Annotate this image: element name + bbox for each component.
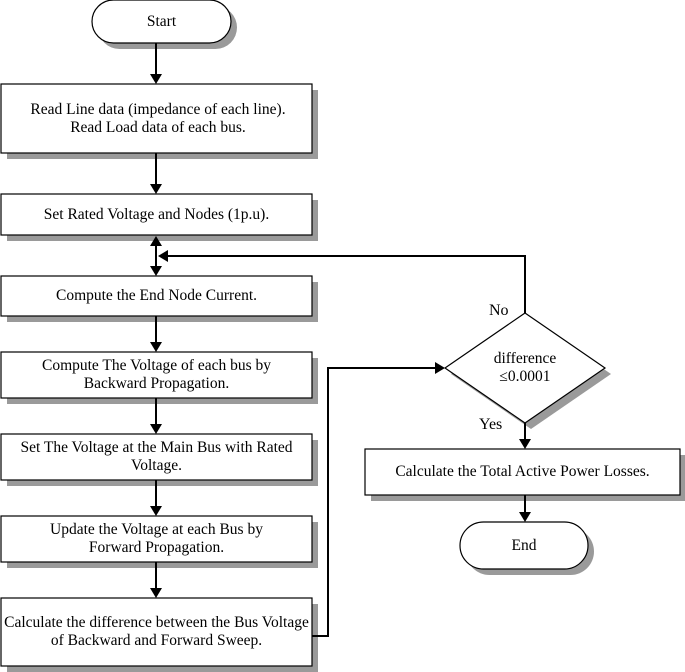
end-label: End	[511, 536, 537, 554]
yes-edge-label: Yes	[479, 416, 503, 433]
arrow-main-bus-to-update	[150, 480, 162, 516]
decision-diamond-shape	[443, 312, 611, 429]
update-voltage-box-shape	[0, 515, 318, 568]
compute-current-box-shape	[0, 275, 318, 322]
update-voltage-label: Update the Voltage at each Bus by Forwar…	[50, 521, 263, 556]
calc-losses-label: Calculate the Total Active Power Losses.	[395, 463, 650, 480]
set-main-bus-label: Set The Voltage at the Main Bus with Rat…	[20, 439, 293, 474]
arrow-compute-current-to-voltage	[150, 316, 162, 352]
read-data-label: Read Line data (impedance of each line).…	[30, 100, 286, 136]
calc-losses-box-shape	[364, 448, 685, 501]
decision-label: difference ≤0.0001	[493, 350, 557, 385]
set-rated-label: Set Rated Voltage and Nodes (1p.u).	[43, 205, 270, 223]
arrow-difference-to-decision	[312, 362, 445, 637]
arrow-voltage-to-main-bus	[150, 398, 162, 434]
compute-current-label: Compute the End Node Current.	[55, 287, 258, 304]
arrow-losses-to-end	[519, 495, 531, 522]
start-label: Start	[146, 12, 177, 30]
arrow-yes-to-losses	[519, 423, 531, 449]
calc-difference-box-shape	[0, 597, 318, 672]
compute-voltage-box-shape	[0, 351, 318, 404]
arrow-update-to-difference	[150, 562, 162, 598]
arrow-set-rated-to-loop-junction	[150, 236, 162, 276]
set-main-bus-box-shape	[0, 433, 318, 486]
start-terminator-shape	[91, 0, 237, 49]
read-data-box-shape	[0, 83, 318, 159]
arrow-start-to-read	[150, 43, 162, 84]
compute-voltage-label: Compute The Voltage of each bus by Backw…	[41, 357, 272, 392]
end-terminator-shape	[459, 521, 594, 575]
no-edge-label: No	[489, 302, 509, 319]
arrow-no-loop-back	[158, 250, 526, 313]
arrow-read-to-set-rated	[150, 153, 162, 194]
calc-difference-label: Calculate the difference between the Bus…	[4, 614, 309, 649]
set-rated-box-shape	[0, 193, 318, 241]
